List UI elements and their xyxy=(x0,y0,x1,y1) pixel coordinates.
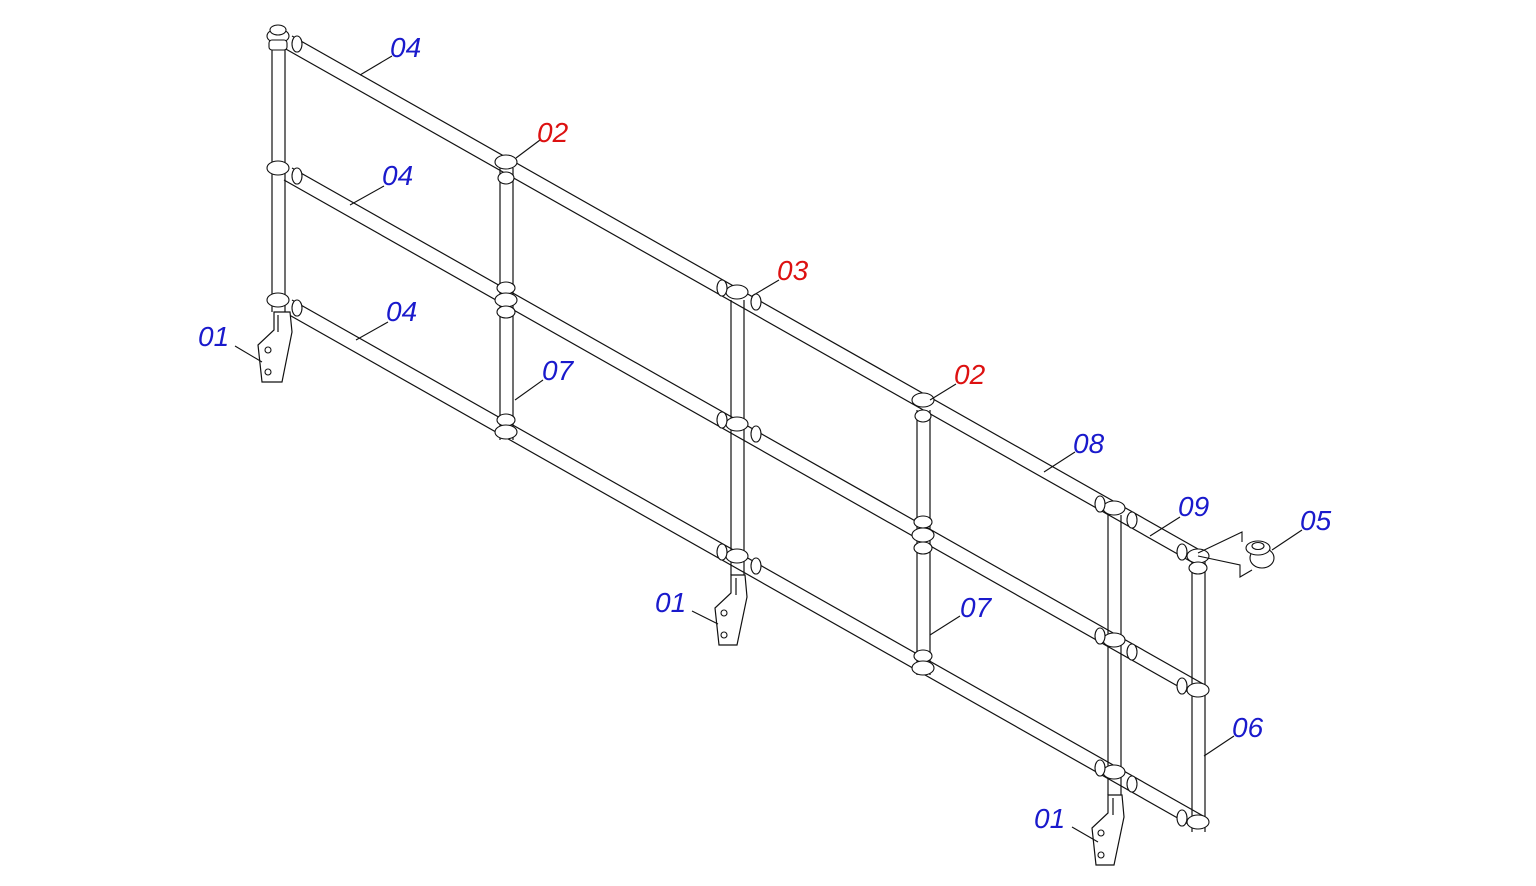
part-label-04-top: 04 xyxy=(390,32,421,63)
fittings xyxy=(266,24,1210,830)
part-label-07-right: 07 xyxy=(960,592,993,623)
fitting xyxy=(911,660,935,676)
fitting xyxy=(266,160,290,176)
fitting xyxy=(497,171,515,185)
fitting xyxy=(716,279,728,297)
part-label-07-left: 07 xyxy=(542,355,575,386)
base-plate-3 xyxy=(1091,794,1125,866)
fitting xyxy=(494,424,518,440)
post-3 xyxy=(730,300,745,575)
fitting xyxy=(1126,643,1138,661)
fitting xyxy=(496,305,516,319)
fitting xyxy=(496,413,516,427)
fitting xyxy=(913,541,933,555)
part-label-03: 03 xyxy=(777,255,809,286)
fitting xyxy=(496,281,516,295)
fitting xyxy=(1188,561,1208,575)
fitting xyxy=(291,299,303,317)
fitting xyxy=(750,425,762,443)
part-label-01-right: 01 xyxy=(1034,803,1065,834)
fitting xyxy=(291,167,303,185)
part-label-01-left: 01 xyxy=(198,321,229,352)
post-1 xyxy=(271,38,286,312)
post-5 xyxy=(1107,515,1122,795)
base-plate-1 xyxy=(257,311,293,383)
leader-lines xyxy=(234,55,1303,843)
fitting xyxy=(1186,682,1210,698)
fitting xyxy=(1102,764,1126,780)
fitting xyxy=(1176,543,1188,561)
fitting xyxy=(494,292,518,308)
fitting xyxy=(266,292,290,308)
fitting xyxy=(1176,809,1188,827)
fitting xyxy=(1094,495,1106,513)
part-label-05: 05 xyxy=(1300,505,1332,536)
fitting xyxy=(494,154,518,170)
part-label-02-left: 02 xyxy=(537,117,569,148)
part-label-09: 09 xyxy=(1178,491,1209,522)
fitting xyxy=(913,515,933,529)
fitting xyxy=(716,543,728,561)
fitting xyxy=(750,557,762,575)
fitting xyxy=(268,39,288,51)
base-plate-2 xyxy=(714,574,748,646)
fitting xyxy=(269,24,287,36)
fitting xyxy=(1102,632,1126,648)
part-label-06: 06 xyxy=(1232,712,1264,743)
fitting xyxy=(913,649,933,663)
fitting xyxy=(1094,759,1106,777)
part-label-04-bottom: 04 xyxy=(386,296,417,327)
part-label-08: 08 xyxy=(1073,428,1105,459)
fitting xyxy=(914,409,932,423)
fitting xyxy=(911,392,935,408)
fitting xyxy=(1126,775,1138,793)
post-4-intermediate xyxy=(916,410,931,675)
fitting xyxy=(291,35,303,53)
fitting xyxy=(1126,511,1138,529)
fitting xyxy=(725,284,749,300)
part-label-01-middle: 01 xyxy=(655,587,686,618)
rail-bottom xyxy=(283,299,1206,830)
rail-middle xyxy=(283,167,1206,698)
fitting xyxy=(1186,814,1210,830)
fitting xyxy=(1176,677,1188,695)
end-cap-part xyxy=(1197,531,1275,578)
fitting xyxy=(1094,627,1106,645)
fitting xyxy=(716,411,728,429)
part-label-04-middle: 04 xyxy=(382,160,413,191)
fitting xyxy=(725,548,749,564)
fitting xyxy=(911,527,935,543)
fitting xyxy=(1102,500,1126,516)
part-label-02-right: 02 xyxy=(954,359,986,390)
fitting xyxy=(750,293,762,311)
fitting xyxy=(725,416,749,432)
